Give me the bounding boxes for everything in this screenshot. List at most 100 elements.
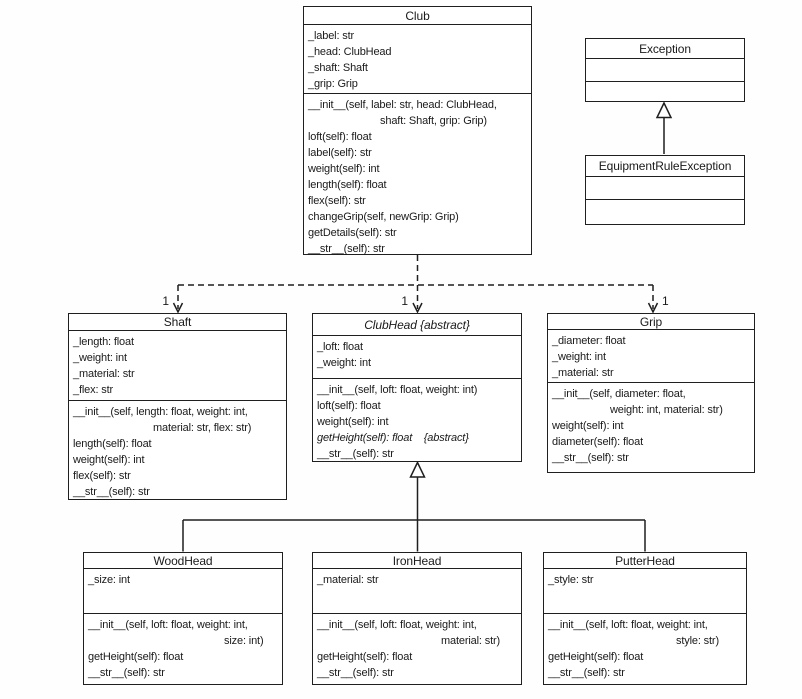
method: flex(self): str — [73, 470, 131, 482]
method: __init__(self, loft: float, weight: int) — [317, 384, 478, 396]
method: length(self): float — [73, 438, 152, 450]
method-continuation: material: str, flex: str) — [153, 422, 252, 434]
method: loft(self): float — [317, 400, 381, 412]
method: __str__(self): str — [73, 486, 150, 498]
method: label(self): str — [308, 147, 372, 159]
class-title: Exception — [586, 39, 744, 59]
class-title: WoodHead — [84, 553, 282, 569]
attributes-section: _label: str _head: ClubHead _shaft: Shaf… — [304, 25, 531, 94]
method: __init__(self, loft: float, weight: int, — [317, 619, 477, 631]
method: __str__(self): str — [308, 243, 385, 255]
arrowhead-icon — [172, 302, 184, 314]
multiplicity-label: 1 — [401, 294, 408, 308]
methods-section: __init__(self, loft: float, weight: int)… — [313, 379, 521, 462]
method: getHeight(self): float — [548, 651, 644, 663]
method: __str__(self): str — [548, 667, 625, 679]
class-title: IronHead — [313, 553, 521, 569]
attribute: _size: int — [88, 574, 130, 586]
method: weight(self): int — [308, 163, 380, 175]
attributes-section: _length: float _weight: int _material: s… — [69, 331, 286, 401]
class-title: Shaft — [69, 314, 286, 331]
class-exception: Exception — [585, 38, 745, 102]
attribute: _flex: str — [73, 384, 114, 396]
club-component-associations — [172, 255, 659, 314]
multiplicity-label: 1 — [162, 294, 169, 308]
class-shaft: Shaft _length: float _weight: int _mater… — [68, 313, 287, 500]
method: getHeight(self): float — [88, 651, 184, 663]
attribute: _loft: float — [317, 341, 363, 353]
class-title: Club — [304, 7, 531, 25]
methods-section: __init__(self, length: float, weight: in… — [69, 401, 286, 500]
method: diameter(self): float — [552, 436, 643, 448]
attribute: _material: str — [73, 368, 135, 380]
attributes-section: _material: str — [313, 569, 521, 614]
methods-section — [586, 200, 744, 224]
attributes-section — [586, 177, 744, 200]
method: weight(self): int — [73, 454, 145, 466]
method: __init__(self, label: str, head: ClubHea… — [308, 99, 497, 111]
method: weight(self): int — [552, 420, 624, 432]
attribute: _length: float — [73, 336, 134, 348]
class-clubhead: ClubHead {abstract} _loft: float _weight… — [312, 313, 522, 462]
method: __str__(self): str — [317, 667, 394, 679]
method: loft(self): float — [308, 131, 372, 143]
attribute: _head: ClubHead — [308, 46, 392, 58]
method: __init__(self, loft: float, weight: int, — [548, 619, 708, 631]
class-club: Club _label: str _head: ClubHead _shaft:… — [303, 6, 532, 255]
inheritance-triangle-icon — [409, 460, 426, 478]
method: __str__(self): str — [552, 452, 629, 464]
attribute: _grip: Grip — [308, 78, 358, 90]
class-title: Grip — [548, 314, 754, 330]
attribute: _shaft: Shaft — [308, 62, 368, 74]
class-woodhead: WoodHead _size: int __init__(self, loft:… — [83, 552, 283, 685]
method: weight(self): int — [317, 416, 389, 428]
methods-section: __init__(self, label: str, head: ClubHea… — [304, 94, 531, 257]
attribute: _label: str — [308, 30, 355, 42]
attributes-section: _loft: float _weight: int — [313, 336, 521, 379]
methods-section: __init__(self, loft: float, weight: int,… — [84, 614, 282, 684]
exception-inheritance-connector — [655, 101, 673, 154]
class-grip: Grip _diameter: float _weight: int _mate… — [547, 313, 755, 473]
arrowhead-icon — [412, 302, 423, 314]
attributes-section: _size: int — [84, 569, 282, 614]
methods-section: __init__(self, loft: float, weight: int,… — [544, 614, 746, 684]
attributes-section — [586, 59, 744, 82]
attribute: _style: str — [548, 574, 594, 586]
method: flex(self): str — [308, 195, 366, 207]
method: __init__(self, length: float, weight: in… — [73, 406, 248, 418]
method: __str__(self): str — [317, 448, 394, 460]
method-continuation: weight: int, material: str) — [610, 404, 723, 416]
class-equipment-rule-exception: EquipmentRuleException — [585, 155, 745, 225]
class-title: PutterHead — [544, 553, 746, 569]
method: __init__(self, loft: float, weight: int, — [88, 619, 248, 631]
multiplicity-label: 1 — [662, 294, 669, 308]
inheritance-triangle-icon — [655, 101, 673, 119]
method-continuation: size: int) — [224, 635, 264, 647]
attribute: _weight: int — [552, 351, 606, 363]
attribute: _diameter: float — [552, 335, 626, 347]
method: __str__(self): str — [88, 667, 165, 679]
method: length(self): float — [308, 179, 387, 191]
methods-section: __init__(self, diameter: float, weight: … — [548, 383, 754, 472]
class-title: EquipmentRuleException — [586, 156, 744, 177]
method: getDetails(self): str — [308, 227, 397, 239]
attribute: _material: str — [317, 574, 379, 586]
method-continuation: shaft: Shaft, grip: Grip) — [380, 115, 487, 127]
attribute: _weight: int — [73, 352, 127, 364]
methods-section: __init__(self, loft: float, weight: int,… — [313, 614, 521, 684]
method: changeGrip(self, newGrip: Grip) — [308, 211, 459, 223]
method: getHeight(self): float — [317, 651, 413, 663]
arrowhead-icon — [647, 302, 659, 314]
attributes-section: _style: str — [544, 569, 746, 614]
abstract-method: getHeight(self): float {abstract} — [317, 432, 469, 444]
class-ironhead: IronHead _material: str __init__(self, l… — [312, 552, 522, 685]
attribute: _material: str — [552, 367, 614, 379]
attribute: _weight: int — [317, 357, 371, 369]
method: __init__(self, diameter: float, — [552, 388, 686, 400]
method-continuation: style: str) — [676, 635, 719, 647]
class-putterhead: PutterHead _style: str __init__(self, lo… — [543, 552, 747, 685]
attributes-section: _diameter: float _weight: int _material:… — [548, 330, 754, 383]
class-title: ClubHead {abstract} — [313, 314, 521, 336]
method-continuation: material: str) — [441, 635, 501, 647]
